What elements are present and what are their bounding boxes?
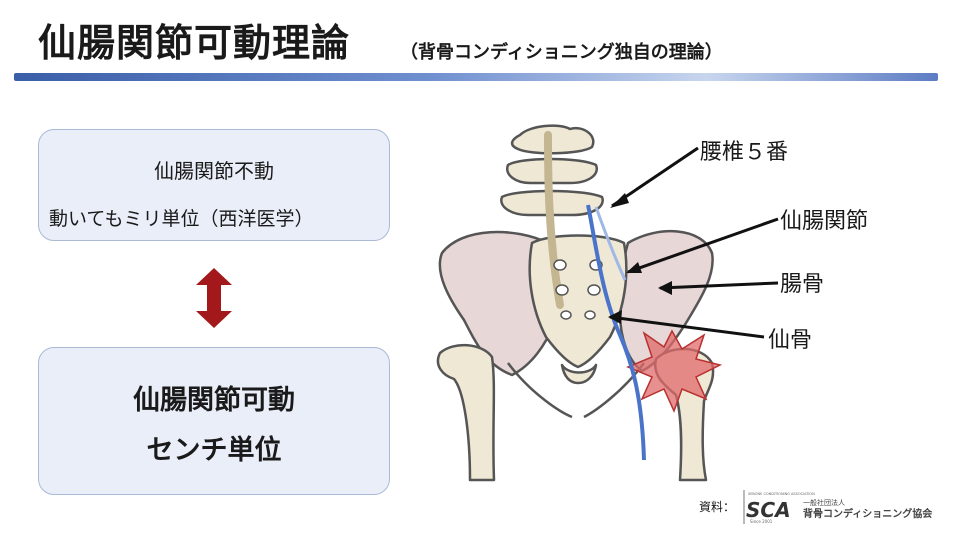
pointer-arrows <box>609 146 779 339</box>
box-mobile-detail: センチ単位 <box>146 435 282 466</box>
sacrum <box>528 234 628 369</box>
left-femur <box>436 344 496 482</box>
logo-mark: SCA <box>746 498 791 522</box>
spinal-canal-line <box>544 131 564 309</box>
sciatic-nerve <box>586 204 646 461</box>
label-ilium: 腸骨 <box>780 272 825 297</box>
box-mobile-theory: 仙腸関節可動 センチ単位 <box>38 347 390 495</box>
logo-org-name: 背骨コンディショニング協会 <box>803 507 932 520</box>
box-immobile-heading: 仙腸関節不動 <box>154 159 274 183</box>
box-immobile-detail: 動いてもミリ単位（西洋医学） <box>49 208 314 230</box>
double-arrow-icon <box>196 268 232 328</box>
pubic-rami <box>507 362 645 419</box>
logo-org-type: 一般社団法人 <box>803 498 845 507</box>
label-l5: 腰椎５番 <box>700 140 789 165</box>
label-sacrum: 仙骨 <box>768 328 813 353</box>
pelvis-illustration <box>436 124 779 482</box>
box-immobile-theory: 仙腸関節不動 動いてもミリ単位（西洋医学） <box>38 129 390 241</box>
logo-org-small: SEBONE CONDITIONING ASSOCIATION <box>748 492 815 496</box>
box-mobile-heading: 仙腸関節可動 <box>133 385 295 416</box>
logo-since: Since 2001 <box>750 519 773 524</box>
page-title: 仙腸関節可動理論 <box>38 21 351 65</box>
label-si-joint: 仙腸関節 <box>780 209 869 234</box>
pain-burst <box>626 329 723 413</box>
coccyx <box>560 363 598 385</box>
nerve-branch <box>594 206 627 281</box>
sca-logo: SEBONE CONDITIONING ASSOCIATION SCA Sinc… <box>743 490 932 524</box>
source-label: 資料： <box>699 500 736 514</box>
page-subtitle: （背骨コンディショニング独自の理論） <box>400 42 723 63</box>
title-underline <box>14 73 938 81</box>
